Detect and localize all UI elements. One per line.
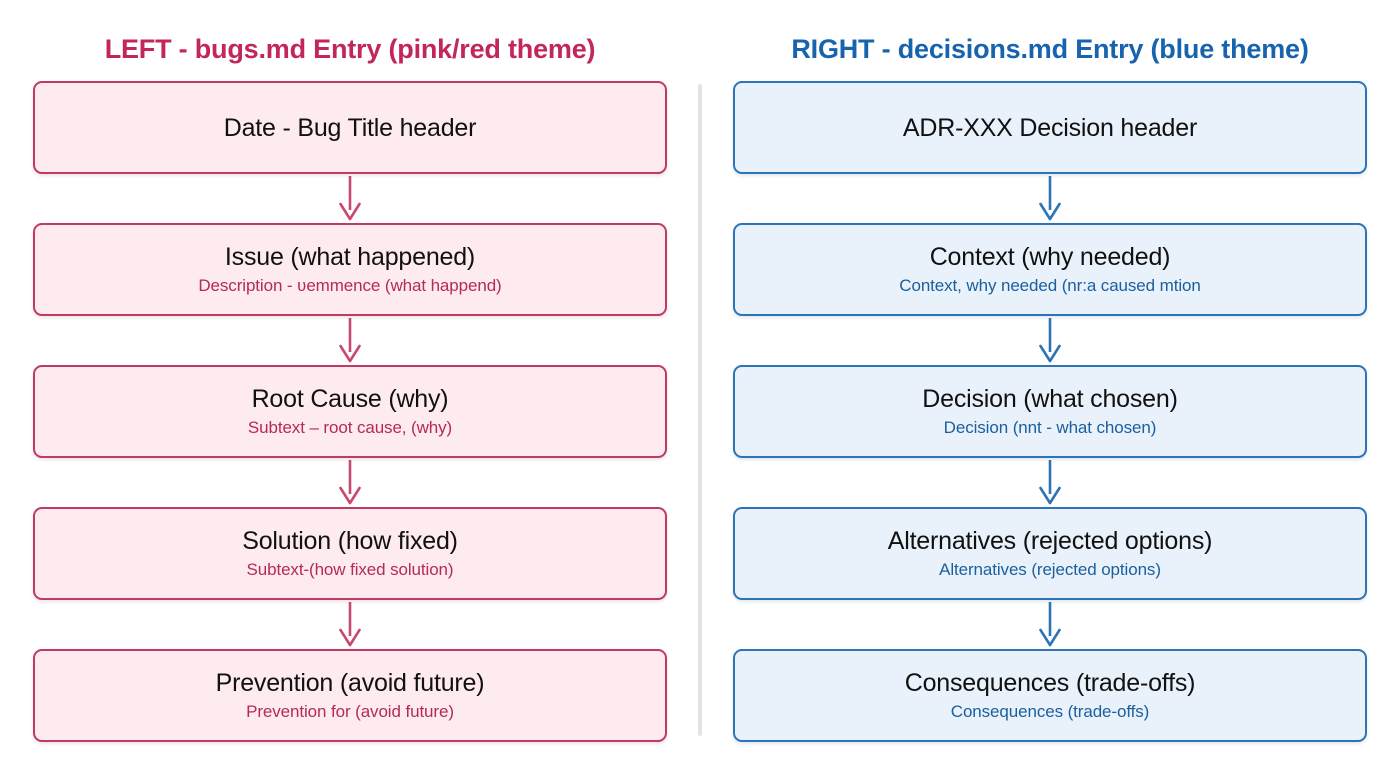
right-node-alternatives: Alternatives (rejected options) Alternat… bbox=[733, 507, 1367, 601]
left-node-solution-title: Solution (how fixed) bbox=[242, 527, 458, 556]
right-node-header-title: ADR-XXX Decision header bbox=[902, 113, 1198, 142]
left-node-prevention-subtext: Prevention for (avoid future) bbox=[246, 702, 454, 722]
right-node-context-title: Context (why needed) bbox=[929, 243, 1171, 272]
right-node-consequences-title: Consequences (trade-offs) bbox=[904, 669, 1196, 698]
left-node-header-title: Date - Bug Title header bbox=[223, 113, 477, 142]
left-arrow-3 bbox=[33, 458, 667, 507]
right-arrow-1 bbox=[733, 174, 1367, 223]
right-node-consequences: Consequences (trade-offs) Consequences (… bbox=[733, 649, 1367, 743]
column-divider bbox=[698, 84, 702, 736]
right-node-decision-subtext: Decision (nnt - what chosen) bbox=[943, 418, 1157, 438]
right-node-consequences-subtext: Consequences (trade-offs) bbox=[950, 702, 1150, 722]
left-node-root-cause-title: Root Cause (why) bbox=[251, 385, 449, 414]
right-arrow-4 bbox=[733, 600, 1367, 649]
left-column-title: LEFT - bugs.md Entry (pink/red theme) bbox=[104, 34, 596, 64]
left-column-bugs-md: LEFT - bugs.md Entry (pink/red theme) Da… bbox=[0, 34, 700, 743]
right-node-context: Context (why needed) Context, why needed… bbox=[733, 223, 1367, 317]
left-node-header: Date - Bug Title header bbox=[33, 81, 667, 175]
left-node-root-cause-subtext: Subtext – root cause, (why) bbox=[247, 418, 453, 438]
left-arrow-1 bbox=[33, 174, 667, 223]
right-node-alternatives-title: Alternatives (rejected options) bbox=[887, 527, 1213, 556]
left-node-solution: Solution (how fixed) Subtext-(how fixed … bbox=[33, 507, 667, 601]
right-arrow-2 bbox=[733, 316, 1367, 365]
left-flow: Date - Bug Title header Issue (what happ… bbox=[0, 65, 700, 743]
right-column-decisions-md: RIGHT - decisions.md Entry (blue theme) … bbox=[700, 0, 1400, 764]
left-node-issue: Issue (what happened) Description - ʋemm… bbox=[33, 223, 667, 317]
left-node-root-cause: Root Cause (why) Subtext – root cause, (… bbox=[33, 365, 667, 459]
left-arrow-4 bbox=[33, 600, 667, 649]
left-node-solution-subtext: Subtext-(how fixed solution) bbox=[246, 560, 454, 580]
right-node-context-subtext: Context, why needed (nr:a caused mtion bbox=[899, 276, 1201, 296]
right-node-alternatives-subtext: Alternatives (rejected options) bbox=[939, 560, 1161, 580]
right-node-decision: Decision (what chosen) Decision (nnt - w… bbox=[733, 365, 1367, 459]
left-node-issue-title: Issue (what happened) bbox=[224, 243, 476, 272]
left-node-prevention: Prevention (avoid future) Prevention for… bbox=[33, 649, 667, 743]
right-column-title: RIGHT - decisions.md Entry (blue theme) bbox=[791, 34, 1309, 64]
right-node-header: ADR-XXX Decision header bbox=[733, 81, 1367, 175]
right-flow: ADR-XXX Decision header Context (why nee… bbox=[700, 65, 1400, 743]
left-node-prevention-title: Prevention (avoid future) bbox=[215, 669, 485, 698]
left-node-issue-subtext: Description - ʋemmence (what happend) bbox=[198, 276, 502, 296]
left-arrow-2 bbox=[33, 316, 667, 365]
right-node-decision-title: Decision (what chosen) bbox=[922, 385, 1178, 414]
right-arrow-3 bbox=[733, 458, 1367, 507]
